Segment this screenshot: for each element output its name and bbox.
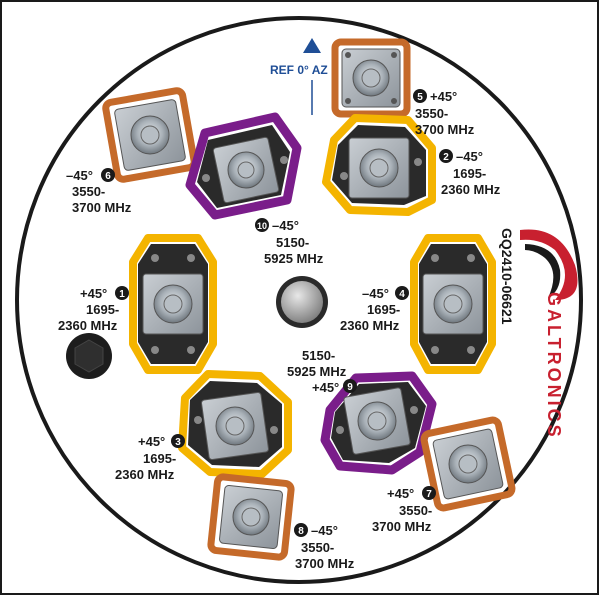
port-5-label: 5 +45° 3550- 3700 MHz xyxy=(413,89,475,137)
port-6-label: –45° 6 3550- 3700 MHz xyxy=(66,168,132,215)
port-3-freq-a: 1695- xyxy=(143,451,176,466)
port-9-label: 5150- 5925 MHz +45° 9 xyxy=(287,348,357,395)
reference-arrow: REF 0° AZ xyxy=(270,38,328,115)
port-9-number: 9 xyxy=(347,382,353,393)
port-10-number: 10 xyxy=(257,221,267,231)
port-6-polarization: –45° xyxy=(66,168,93,183)
port-1-freq-a: 1695- xyxy=(86,302,119,317)
port-3-freq-b: 2360 MHz xyxy=(115,467,175,482)
port-10-polarization: –45° xyxy=(272,218,299,233)
port-3-number: 3 xyxy=(175,437,181,448)
connector-port-1 xyxy=(129,234,217,374)
connector-port-3 xyxy=(178,370,292,478)
port-8-freq-a: 3550- xyxy=(301,540,334,555)
connector-port-2 xyxy=(322,114,436,216)
port-4-number: 4 xyxy=(399,289,405,300)
brand-name: GALTRONICS xyxy=(544,292,564,440)
connector-port-8 xyxy=(207,473,295,561)
connector-port-4 xyxy=(410,234,496,374)
port-5-freq-b: 3700 MHz xyxy=(415,122,475,137)
grounding-lug xyxy=(66,333,112,379)
port-2-polarization: –45° xyxy=(456,149,483,164)
port-5-freq-a: 3550- xyxy=(415,106,448,121)
port-2-freq-a: 1695- xyxy=(453,166,486,181)
port-8-freq-b: 3700 MHz xyxy=(295,556,355,571)
model-number: GQ2410-06621 xyxy=(499,228,515,325)
port-9-polarization: +45° xyxy=(312,380,339,395)
port-6-freq-b: 3700 MHz xyxy=(72,200,132,215)
connector-port-5 xyxy=(331,38,411,118)
port-9-freq-a: 5150- xyxy=(302,348,335,363)
port-9-freq-b: 5925 MHz xyxy=(287,364,347,379)
port-7-polarization: +45° xyxy=(387,486,414,501)
port-4-freq-a: 1695- xyxy=(367,302,400,317)
port-8-polarization: –45° xyxy=(311,523,338,538)
port-1-label: +45° 1 1695- 2360 MHz xyxy=(58,286,129,333)
port-1-freq-b: 2360 MHz xyxy=(58,318,118,333)
port-8-number: 8 xyxy=(298,526,304,537)
port-5-number: 5 xyxy=(417,92,423,103)
port-1-polarization: +45° xyxy=(80,286,107,301)
connector-port-7 xyxy=(420,416,516,512)
port-3-label: +45° 3 1695- 2360 MHz xyxy=(115,434,185,482)
port-8-label: 8 –45° 3550- 3700 MHz xyxy=(294,523,355,571)
port-10-label: 10 –45° 5150- 5925 MHz xyxy=(255,218,324,266)
port-1-number: 1 xyxy=(119,289,125,300)
port-7-freq-a: 3550- xyxy=(399,503,432,518)
port-7-freq-b: 3700 MHz xyxy=(372,519,432,534)
reference-label: REF 0° AZ xyxy=(270,63,328,77)
port-2-label: 2 –45° 1695- 2360 MHz xyxy=(439,149,501,197)
connector-port-9 xyxy=(320,371,437,475)
port-5-polarization: +45° xyxy=(430,89,457,104)
port-10-freq-a: 5150- xyxy=(276,235,309,250)
port-7-number: 7 xyxy=(426,489,432,500)
center-hub xyxy=(276,276,328,328)
port-4-freq-b: 2360 MHz xyxy=(340,318,400,333)
port-6-freq-a: 3550- xyxy=(72,184,105,199)
port-4-label: –45° 4 1695- 2360 MHz xyxy=(340,286,409,333)
port-6-number: 6 xyxy=(105,171,111,182)
connector-port-10 xyxy=(185,112,302,220)
port-10-freq-b: 5925 MHz xyxy=(264,251,324,266)
port-2-freq-b: 2360 MHz xyxy=(441,182,501,197)
galtronics-logo: GALTRONICS xyxy=(520,229,578,440)
port-4-polarization: –45° xyxy=(362,286,389,301)
port-3-polarization: +45° xyxy=(138,434,165,449)
port-7-label: +45° 7 3550- 3700 MHz xyxy=(372,486,436,534)
connector-port-6 xyxy=(102,87,198,183)
port-2-number: 2 xyxy=(443,152,449,163)
